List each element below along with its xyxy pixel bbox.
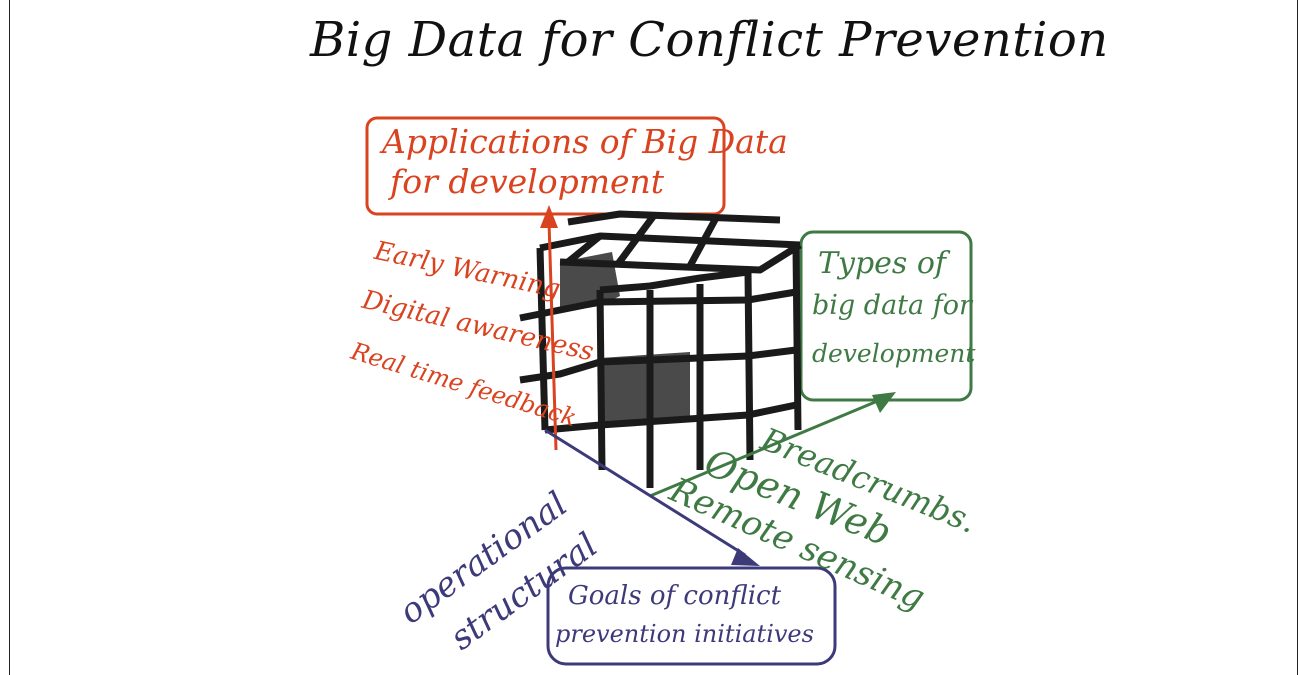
cube-line-15 <box>544 401 797 434</box>
types-arrow-shaft <box>649 398 881 498</box>
goals-arrow <box>544 428 760 566</box>
cube-line-5 <box>615 211 658 267</box>
applications-box-line2: for development <box>390 162 665 201</box>
applications-box-line1: Applications of Big Data <box>382 122 788 161</box>
cube-line-12 <box>792 247 802 431</box>
page-frame <box>9 0 1298 675</box>
applications-arrow-head <box>540 205 558 228</box>
goals-box <box>546 566 837 666</box>
rubik-cube <box>519 210 802 488</box>
cube-line-7 <box>536 247 549 431</box>
goals-box-line2: prevention initiatives <box>555 620 814 648</box>
goals-box-line1: Goals of conflict <box>568 581 782 611</box>
cube-line-4 <box>565 233 603 265</box>
types-arrow-head <box>872 392 896 413</box>
types-box-line2: big data for <box>812 290 972 321</box>
applications-arrow <box>540 205 558 451</box>
cube-dark-cell-2 <box>600 352 690 425</box>
cube-line-16 <box>599 268 749 294</box>
goals-arrow-head <box>731 548 760 566</box>
cube-line-14 <box>519 346 797 384</box>
cube-line-3 <box>559 242 802 274</box>
types-arrow <box>649 392 896 498</box>
cube-line-8 <box>596 289 606 471</box>
goals-arrow-shaft <box>544 428 746 557</box>
cube-line-13 <box>519 288 797 322</box>
types-box-line1: Types of <box>818 246 947 281</box>
diagram-title: Big Data for Conflict Prevention <box>310 12 1109 68</box>
cube-line-6 <box>686 216 720 268</box>
types-box-line3: development <box>812 339 976 368</box>
cube-line-2 <box>567 210 781 226</box>
applications-arrow-shaft <box>547 221 558 451</box>
